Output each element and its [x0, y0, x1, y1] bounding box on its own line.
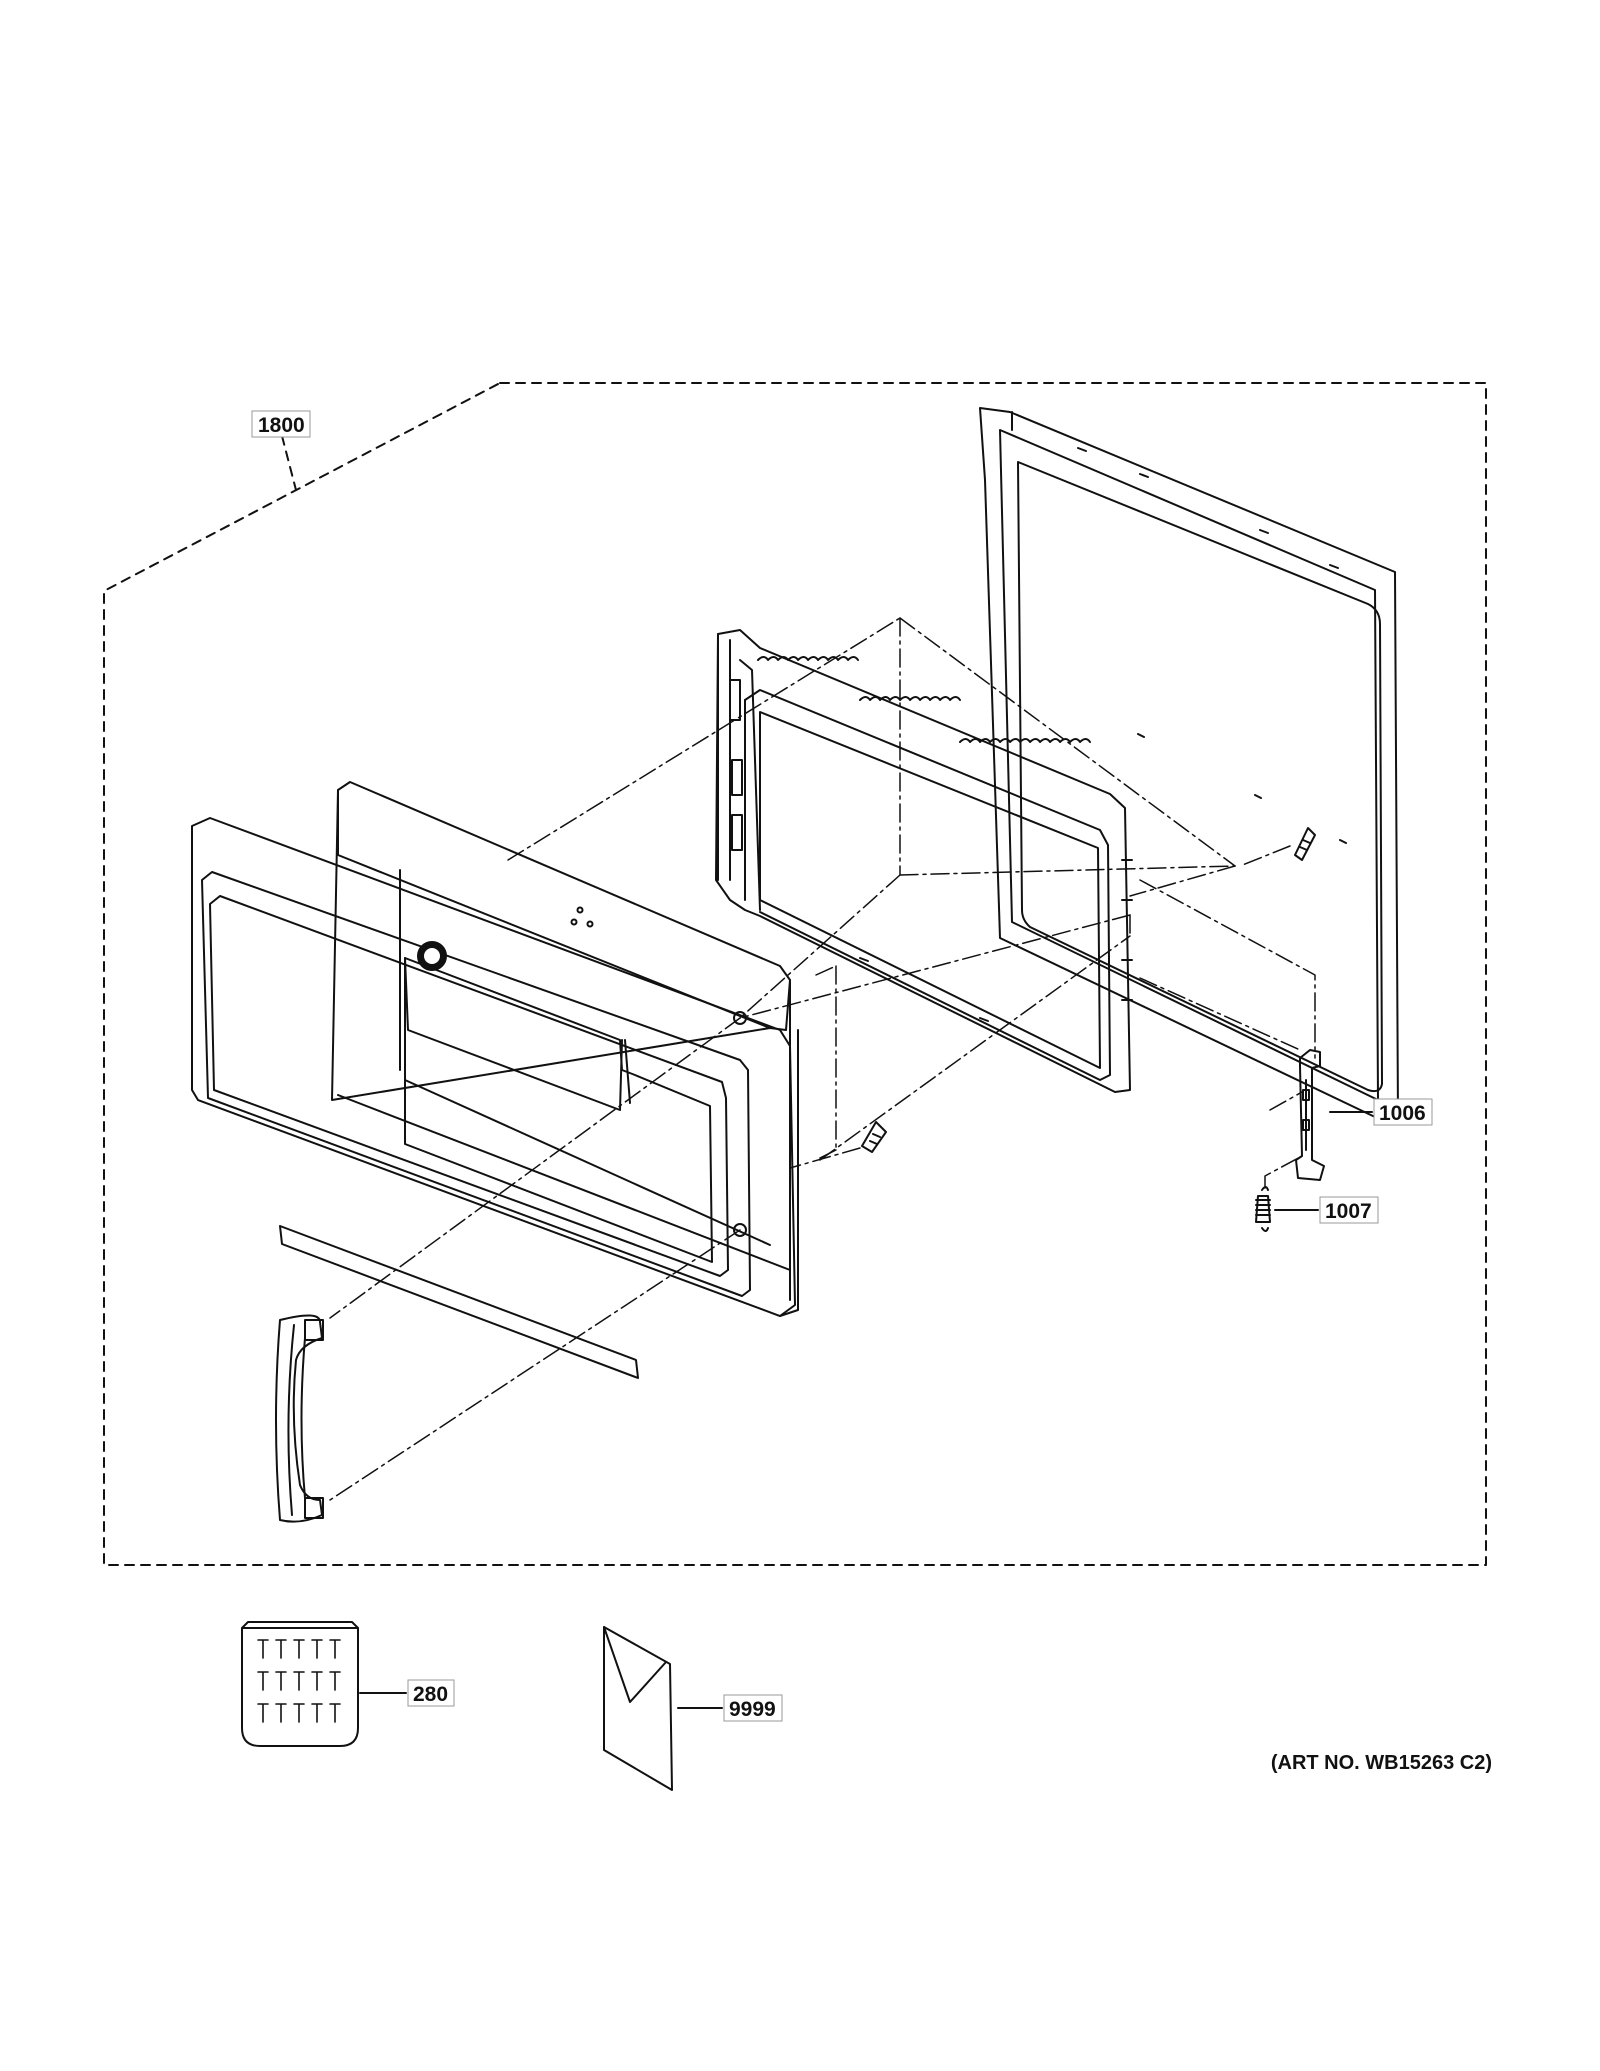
- screw-upper: [1294, 827, 1316, 861]
- inner-door-frame: [979, 407, 1399, 1121]
- callout-280: 280: [413, 1683, 448, 1706]
- hinge-bracket-1006: [1295, 1049, 1325, 1181]
- assembly-1800-boundary: [103, 382, 1487, 1566]
- callout-1800: 1800: [258, 414, 305, 437]
- screw-kit-280: [241, 1621, 407, 1747]
- ge-logo-icon: [417, 941, 447, 971]
- callout-1007: 1007: [1325, 1200, 1372, 1223]
- door-back-panel: [331, 781, 791, 1301]
- door-handle: [275, 1314, 324, 1523]
- door-front-panel: [191, 817, 799, 1317]
- door-choke-frame: [715, 629, 1133, 1093]
- art-number: (ART NO. WB15263 C2): [1270, 1752, 1492, 1774]
- screw-lower: [861, 1121, 887, 1153]
- callout-9999: 9999: [729, 1698, 776, 1721]
- spring-1007: [1255, 1186, 1271, 1232]
- door-trim-strip: [279, 1225, 639, 1379]
- choke-window: [759, 711, 1101, 1069]
- literature-9999: [603, 1626, 723, 1791]
- assembly-center-lines: [329, 617, 1316, 1501]
- callout-1800-leader: [281, 435, 297, 491]
- callout-1006: 1006: [1379, 1102, 1426, 1125]
